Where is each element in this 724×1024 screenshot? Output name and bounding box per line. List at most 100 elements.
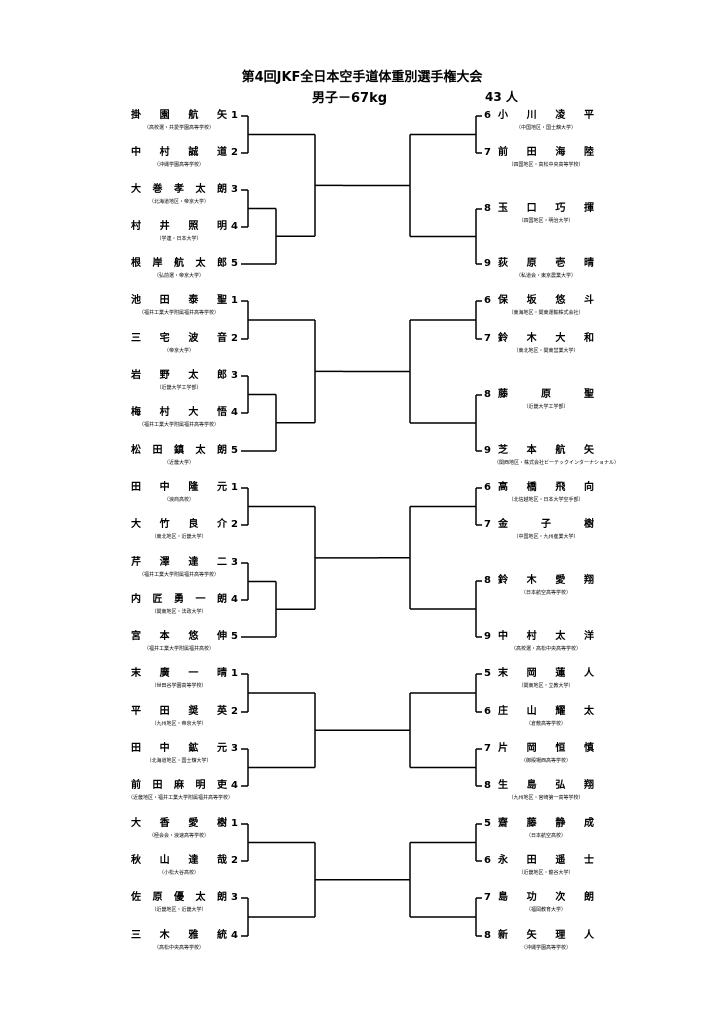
draw-number: 5 [484,668,491,679]
left-entry: 大巻孝太朗（北海道地区・帝京大学）3 [0,184,724,212]
left-entry: 内匠勇一朗 （関東地区・法政大学） 4 [0,594,724,622]
draw-number: 3 [231,370,238,381]
competitor-name: 玉口巧揮 [498,203,594,214]
competitor-name: 保坂悠斗 [498,295,594,306]
right-entry: 玉口巧揮 （四国地区・明治大学） 8 [0,203,724,231]
draw-number: 5 [231,631,238,642]
left-entry: 前田麻明吏（近畿地区・福井工業大学附属福井高等学校）4 [0,780,724,808]
draw-number: 8 [484,930,491,941]
competitor-name: 生島弘翔 [498,780,594,791]
competitor-name: 荻原壱晴 [498,258,594,269]
draw-number: 8 [484,203,491,214]
competitor-affiliation: （近畿地区・福井工業大学附属福井高等学校） [128,795,234,801]
right-entry: 新矢理人 （沖縄学園高等学校） 8 [0,930,724,958]
competitor-name: 大竹良介 [131,519,227,530]
draw-number: 3 [231,557,238,568]
draw-number: 4 [231,594,238,605]
left-entry: 末廣一晴（世田谷学園高等学校）1 [0,668,724,696]
draw-number: 1 [231,668,238,679]
draw-number: 2 [231,147,238,158]
competitor-affiliation: （近畿大学工学部） [523,404,569,410]
draw-number: 7 [484,519,491,530]
page-title: 第4回JKF全日本空手道体重別選手権大会 [241,70,483,85]
competitor-affiliation: （関東地区・法政大学） [151,609,207,615]
competitor-name: 田中鉱元 [131,743,227,754]
competitor-name: 藤原聖 [498,389,594,400]
competitor-affiliation: （中国地区・国士舘大学） [515,125,576,131]
draw-number: 9 [484,258,491,269]
draw-number: 9 [484,631,491,642]
competitor-affiliation: （高校選・共愛学園高等学校） [143,125,214,131]
draw-number: 3 [231,184,238,195]
draw-number: 8 [484,389,491,400]
competitor-affiliation: （九州地区・宮崎第一高等学校） [508,795,584,801]
competitor-name: 根岸航太郎 [131,258,227,269]
right-entry: 保坂悠斗（東海地区・関東運輸株式会社）6 [0,295,724,323]
left-entry: 三木雅統（高松中央高等学校）4 [0,930,724,958]
competitor-name: 齋藤静成 [498,818,594,829]
right-entry: 生島弘翔（九州地区・宮崎第一高等学校）8 [0,780,724,808]
left-entry: 佐原優太朗（近畿地区・近畿大学）3 [0,892,724,920]
competitor-name: 芹澤達二 [131,557,227,568]
competitor-name: 金子樹 [498,519,594,530]
competitor-name: 秋山達哉 [131,855,227,866]
draw-number: 7 [484,333,491,344]
right-entry: 前田海陸（四国地区・高松中央高等学校）7 [0,147,724,175]
competitor-name: 前田麻明吏 [131,780,227,791]
right-entry: 鈴木愛翔（日本航空高等学校）8 [0,575,724,603]
competitor-name: 末岡蓮人 [498,668,594,679]
left-entry: 池田泰聖 （福井工業大学附属福井高等学校） 1 [0,295,724,323]
competitor-name: 松田鎮太朗 [131,445,227,456]
competitor-name: 池田泰聖 [131,295,227,306]
left-entry: 田中鉱元（北海道地区・国士舘大学）3 [0,743,724,771]
right-entry: 金子樹 （中国地区・九州産業大学） 7 [0,519,724,547]
competitor-affiliation: （近畿大学工学部） [156,385,202,391]
left-entry: 松田鎮太朗（近畿大学）5 [0,445,724,473]
competitor-name: 梅村大悟 [131,407,227,418]
right-entry: 末岡蓮人 （関東地区・立教大学） 5 [0,668,724,696]
right-entry: 荻原壱晴（私道会・東京農業大学）9 [0,258,724,286]
competitor-affiliation: （日本航空高校） [525,833,566,839]
competitor-name: 岩野太郎 [131,370,227,381]
draw-number: 1 [231,482,238,493]
competitor-name: 新矢理人 [498,930,594,941]
competitor-name: 芝本航矢 [498,445,594,456]
competitor-affiliation: （関東地区・立教大学） [518,683,574,689]
right-entry: 小川凌平（中国地区・国士舘大学）6 [0,110,724,138]
draw-number: 6 [484,110,491,121]
draw-number: 6 [484,482,491,493]
draw-number: 4 [231,221,238,232]
left-entry: 梅村大悟（福井工業大学附属福井高等学校）4 [0,407,724,435]
draw-number: 8 [484,575,491,586]
competitor-affiliation: （四国地区・高松中央高等学校） [508,162,584,168]
draw-number: 5 [231,445,238,456]
competitor-affiliation: （中国地区・九州産業大学） [513,534,579,540]
competitor-name: 前田海陸 [498,147,594,158]
right-entry: 高橋飛向（北信越地区・日本大学空手部）6 [0,482,724,510]
competitor-affiliation: （福井工業大学附属福井高等学校） [138,422,219,428]
right-entry: 片岡恒慎（御殿場西高等学校）7 [0,743,724,771]
draw-number: 7 [484,892,491,903]
left-entry: 中村誠道（沖縄学園高等学校）2 [0,147,724,175]
competitor-name: 内匠勇一朗 [131,594,227,605]
left-entry: 三宅波音（帝京大学）2 [0,333,724,361]
competitor-affiliation: （沖縄学園高等学校） [520,945,571,951]
competitor-affiliation: （近畿地区・近畿大学） [151,907,207,913]
right-entry: 藤原聖 （近畿大学工学部） 8 [0,389,724,417]
competitor-affiliation: （福岡教育大学） [525,907,566,913]
draw-number: 3 [231,892,238,903]
competitor-name: 片岡恒慎 [498,743,594,754]
competitor-affiliation: （弘前選・帝京大学） [153,273,204,279]
right-entry: 鈴木大和（東北地区・関東営業大学）7 [0,333,724,361]
competitor-affiliation: （近畿地区・龍谷大学） [518,870,574,876]
competitor-affiliation: （福井工業大学附属福井高等学校） [138,310,219,316]
competitor-affiliation: （倉敷高等学校） [525,721,566,727]
competitor-affiliation: （東北地区・近畿大学） [151,534,207,540]
right-entry: 齋藤静成（日本航空高校）5 [0,818,724,846]
draw-number: 1 [231,295,238,306]
competitor-name: 末廣一晴 [131,668,227,679]
competitor-name: 島功次朗 [498,892,594,903]
weight-category: 男子－67kg [312,91,388,106]
competitor-affiliation: （四国地区・明治大学） [518,218,574,224]
